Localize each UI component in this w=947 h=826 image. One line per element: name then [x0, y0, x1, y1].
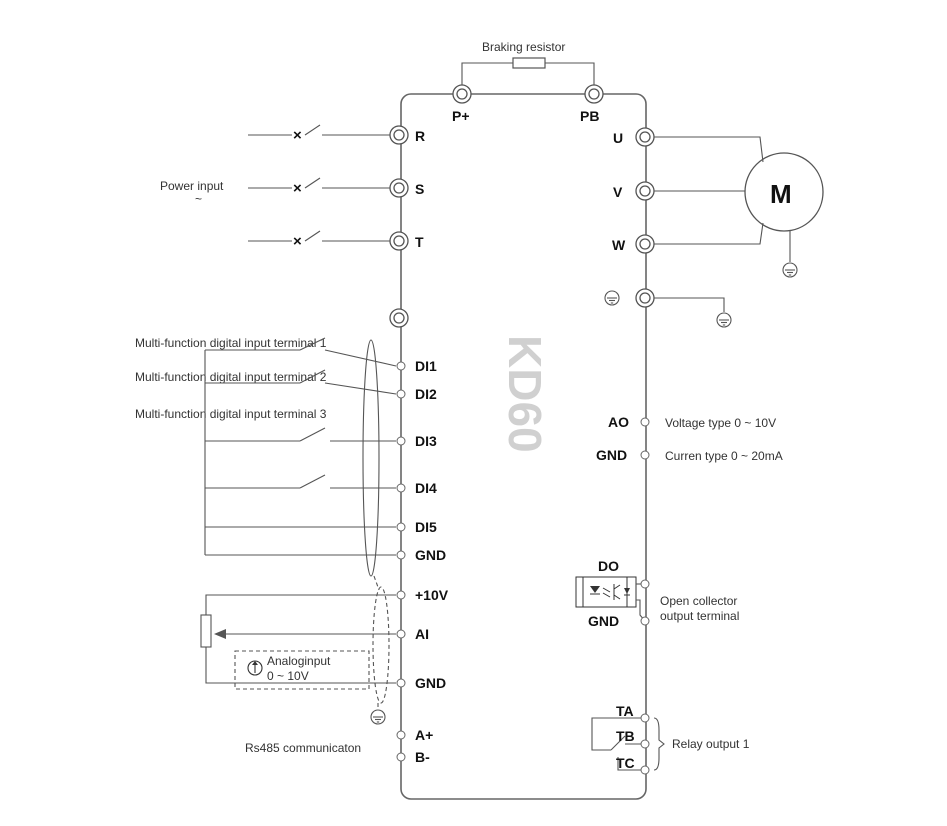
current-source-icon [247, 660, 263, 676]
open-collector-label-2: output terminal [660, 609, 739, 623]
shield-ground-icon [370, 709, 386, 725]
svg-text:×: × [293, 127, 302, 144]
relay-contacts [591, 717, 645, 771]
terminal-u-label: U [613, 130, 623, 146]
mf-input-2-label: Multi-function digital input terminal 2 [135, 370, 327, 384]
optocoupler-icon [575, 576, 637, 608]
terminal-tb-label: TB [616, 728, 635, 744]
left-control-terminals [396, 361, 406, 762]
analog-input-box [234, 650, 370, 690]
terminal-gnd-di-label: GND [415, 547, 446, 563]
terminal-di4-label: DI4 [415, 480, 437, 496]
voltage-type-label: Voltage type 0 ~ 10V [665, 416, 776, 430]
terminal-di1-label: DI1 [415, 358, 437, 374]
model-label: KD60 [499, 335, 551, 453]
shield-cable-lower [372, 586, 390, 704]
terminal-di5-label: DI5 [415, 519, 437, 535]
open-collector-label: Open collector [660, 594, 737, 608]
terminal-di2-label: DI2 [415, 386, 437, 402]
pe-earth-icon [716, 312, 732, 328]
shield-cable-upper [362, 339, 380, 577]
terminal-ta [640, 713, 650, 723]
motor [744, 152, 824, 232]
analog-input-label: Analoginput [267, 654, 331, 668]
relay-output-label: Relay output 1 [672, 737, 750, 751]
terminal-r-label: R [415, 128, 425, 144]
svg-text:×: × [293, 233, 302, 250]
terminal-ao-label: AO [608, 414, 629, 430]
svg-text:×: × [293, 180, 302, 197]
pe-wire [654, 297, 725, 312]
terminal-b-minus-label: B- [415, 749, 430, 765]
braking-resistor-label: Braking resistor [482, 40, 565, 54]
pe-ground-icon [604, 290, 620, 306]
mf-input-1-label: Multi-function digital input terminal 1 [135, 336, 327, 350]
analog-input-wiring [200, 594, 396, 684]
terminal-p-plus-label: P+ [452, 108, 470, 124]
terminal-di3-label: DI3 [415, 433, 437, 449]
motor-wires [654, 136, 791, 262]
terminal-gnd-do [640, 616, 650, 626]
terminal-tb [640, 739, 650, 749]
mf-input-3-label: Multi-function digital input terminal 3 [135, 407, 327, 421]
terminal-pb-label: PB [580, 108, 599, 124]
terminal-a-plus-label: A+ [415, 727, 433, 743]
inverter-box [400, 93, 647, 800]
analog-input-range: 0 ~ 10V [267, 669, 309, 683]
terminal-ao [640, 417, 650, 427]
terminal-ta-label: TA [616, 703, 634, 719]
motor-label: M [770, 179, 792, 209]
terminal-gnd-do-label: GND [588, 613, 619, 629]
motor-ground-icon [782, 262, 798, 278]
terminal-ai-label: AI [415, 626, 429, 642]
terminal-tc [640, 765, 650, 775]
terminal-do-label: DO [598, 558, 619, 574]
terminal-s-label: S [415, 181, 424, 197]
terminal-w-label: W [612, 237, 626, 253]
rs485-label: Rs485 communicaton [245, 741, 361, 755]
current-type-label: Curren type 0 ~ 20mA [665, 449, 783, 463]
braking-resistor [461, 57, 595, 94]
relay-brace [653, 717, 665, 771]
terminal-plus10v-label: +10V [415, 587, 449, 603]
power-input-label: Power input [160, 179, 224, 193]
terminal-t-label: T [415, 234, 424, 250]
terminal-gnd-ao [640, 450, 650, 460]
terminal-tc-label: TC [616, 755, 635, 771]
terminal-gnd-ai-label: GND [415, 675, 446, 691]
power-input-symbol: ~ [195, 192, 202, 206]
terminal-gnd-ao-label: GND [596, 447, 627, 463]
terminal-v-label: V [613, 184, 623, 200]
power-input-lines: × × × [248, 124, 390, 250]
terminal-do [640, 579, 650, 589]
